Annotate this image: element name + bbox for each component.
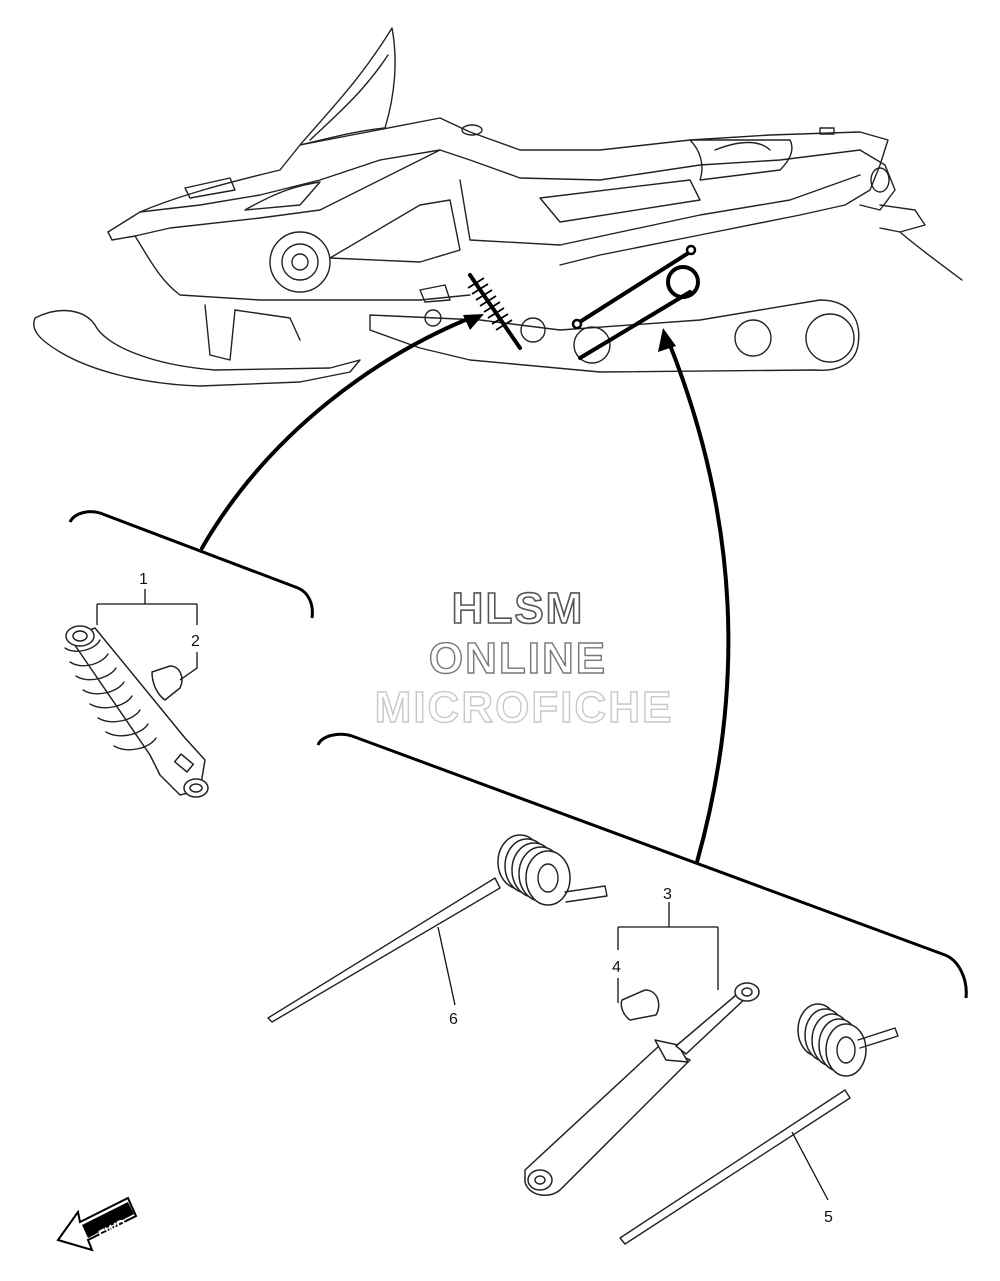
pointer-arrows xyxy=(200,314,731,864)
group-brackets xyxy=(68,510,968,999)
torsion-spring-left xyxy=(267,834,608,1023)
watermark-line-1: HLSM xyxy=(452,584,585,633)
snowmobile-illustration xyxy=(33,27,963,387)
leaders-1-2 xyxy=(96,589,198,681)
torsion-spring-right xyxy=(619,1003,899,1245)
fwd-arrow-icon: FWD xyxy=(56,1196,138,1252)
leader-6 xyxy=(437,926,456,1006)
watermark-line-3: MICROFICHE xyxy=(375,683,674,732)
callout-1: 1 xyxy=(139,571,148,588)
leader-5 xyxy=(791,1131,829,1201)
callout-6: 6 xyxy=(449,1011,458,1028)
front-shock-absorber xyxy=(64,625,209,798)
callout-4: 4 xyxy=(612,959,621,976)
watermark: HLSM ONLINE MICROFICHE xyxy=(374,583,674,733)
rear-suspension-highlight xyxy=(467,244,700,360)
callout-5: 5 xyxy=(824,1209,833,1226)
damper-rod xyxy=(524,982,760,1197)
watermark-line-2: ONLINE xyxy=(429,634,607,683)
callout-2: 2 xyxy=(191,633,200,650)
callout-3: 3 xyxy=(663,886,672,903)
leaders-3-4 xyxy=(617,902,719,1003)
callout-labels: 1 2 3 4 5 6 xyxy=(139,571,833,1226)
